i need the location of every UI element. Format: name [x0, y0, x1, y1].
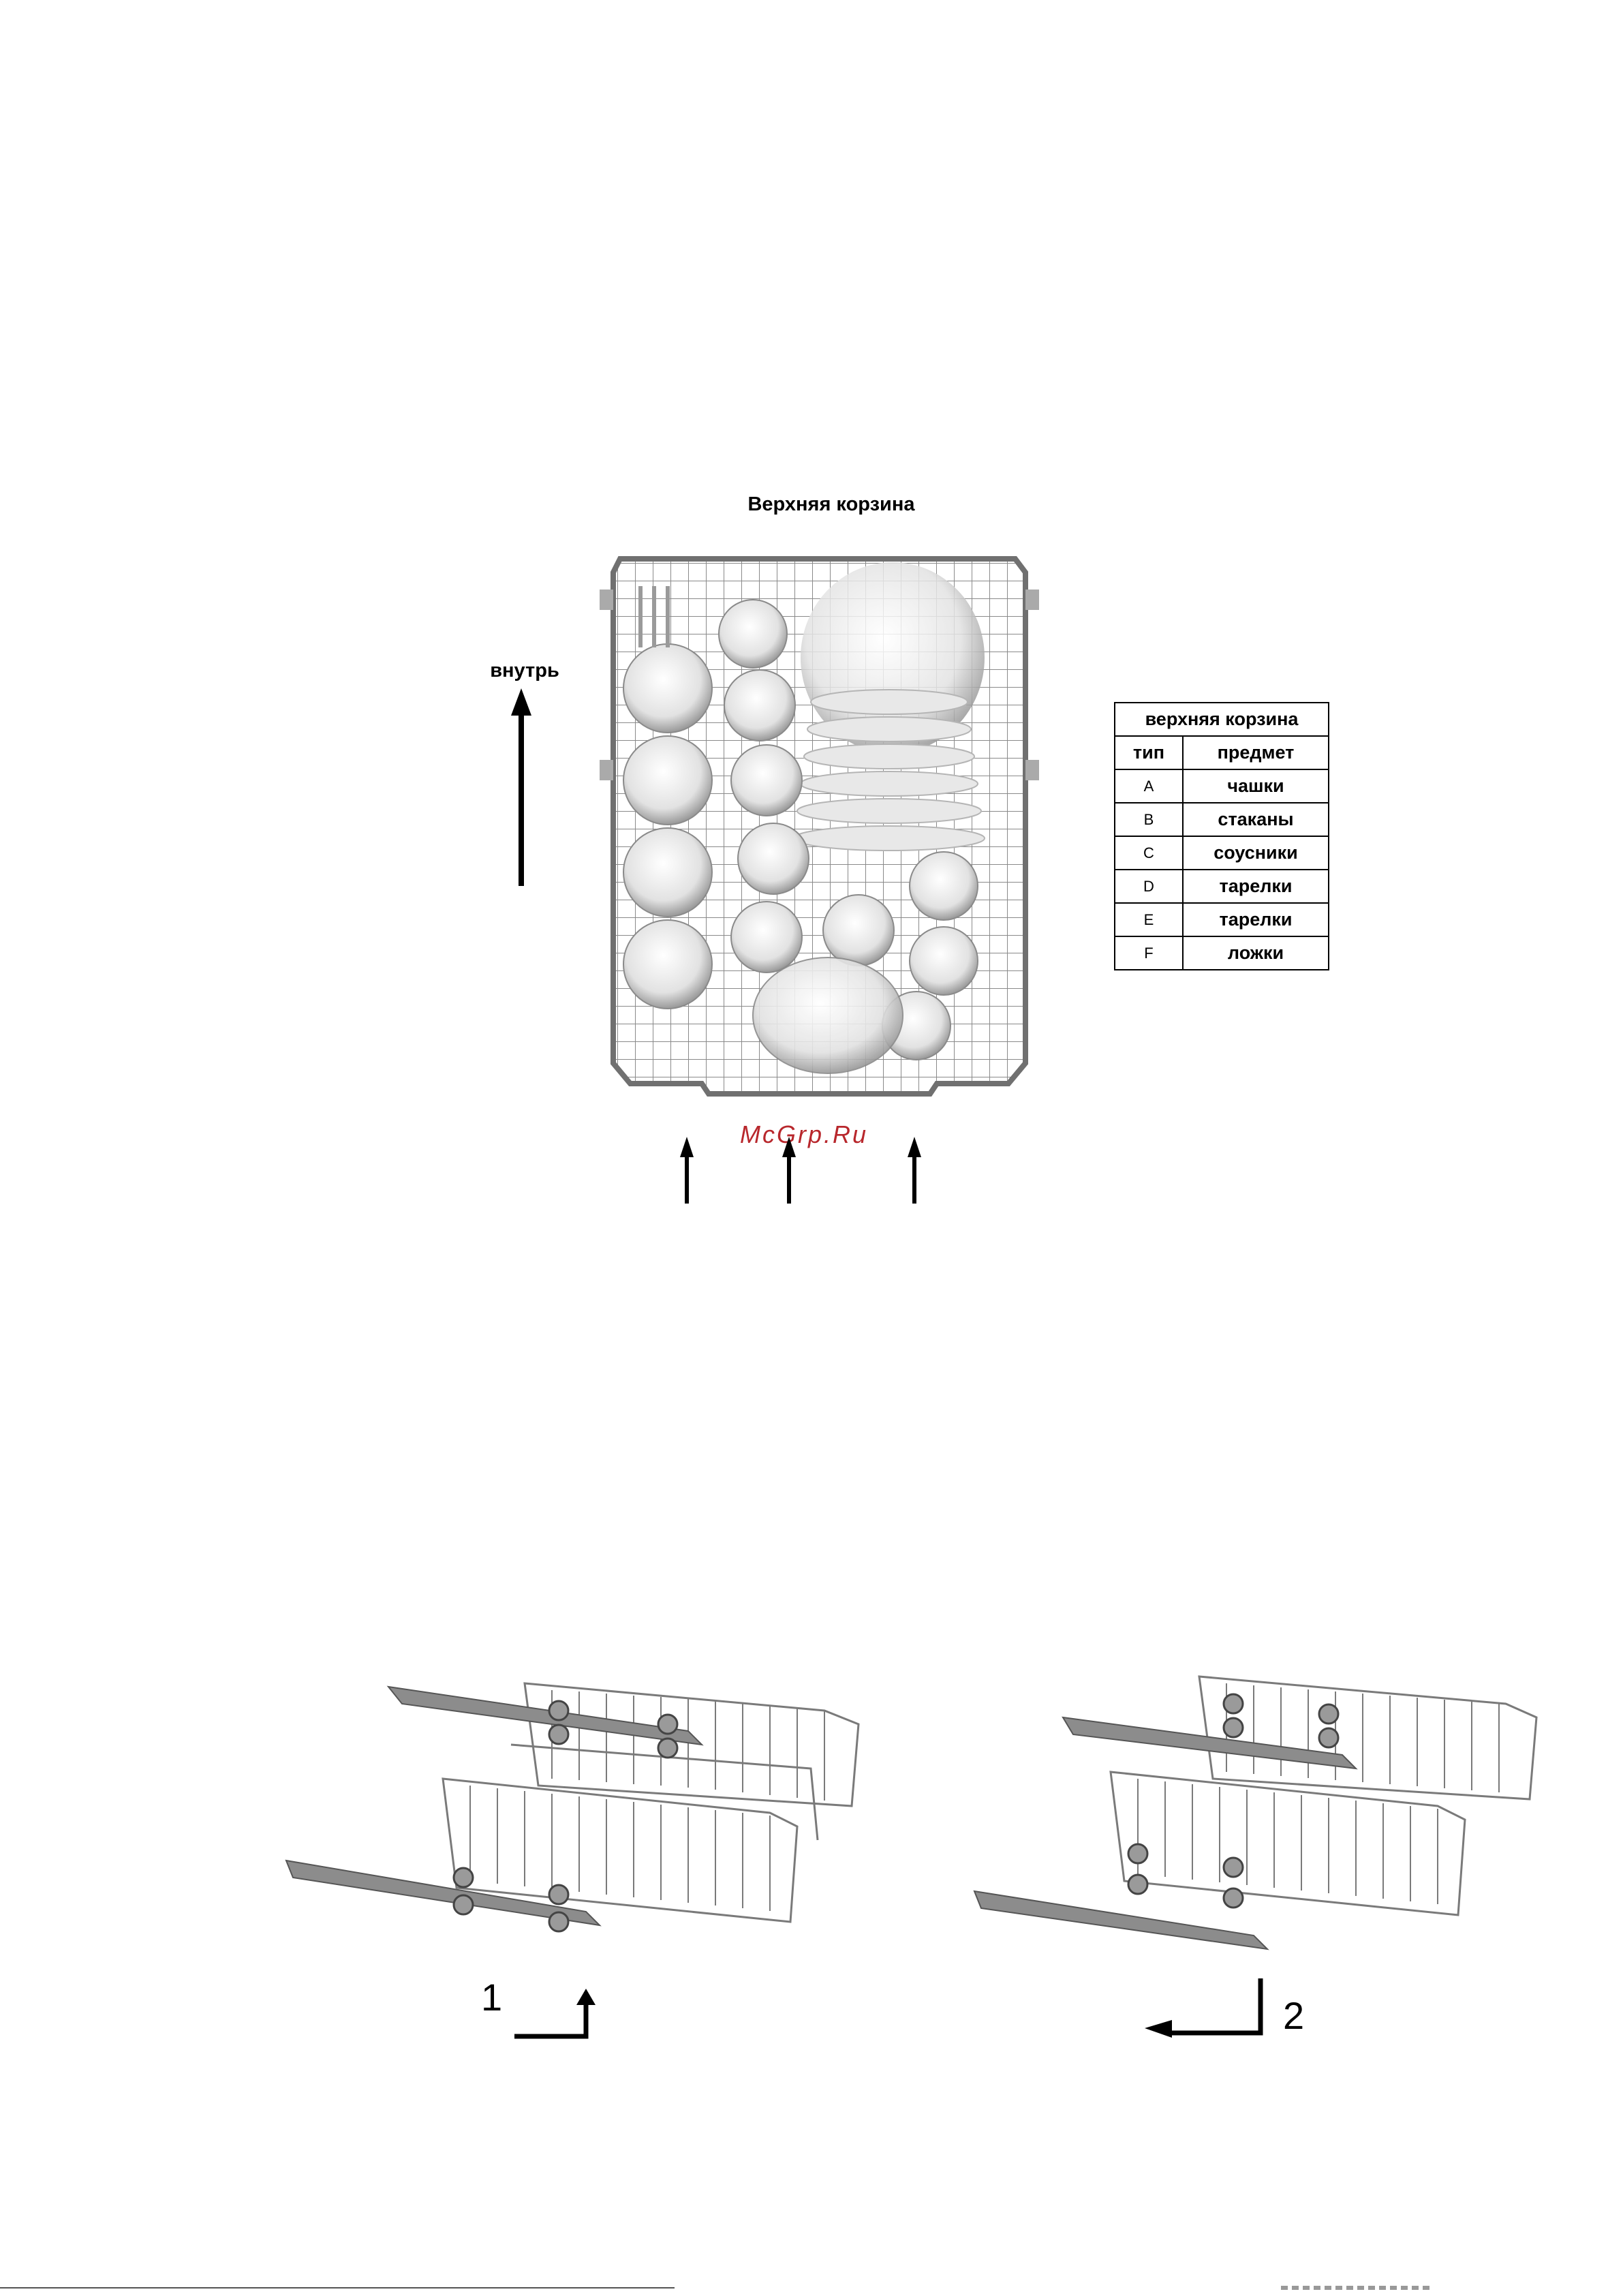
footer-mark	[1281, 2286, 1431, 2290]
legend-item: соусники	[1183, 836, 1329, 870]
legend-type: E	[1115, 903, 1183, 936]
legend-type: F	[1115, 936, 1183, 970]
legend-type: A	[1115, 769, 1183, 803]
table-row: C соусники	[1115, 836, 1329, 870]
table-row: B стаканы	[1115, 803, 1329, 836]
step-1-number: 1	[481, 1975, 502, 2019]
legend-item: тарелки	[1183, 870, 1329, 903]
inside-arrow-icon	[504, 688, 538, 893]
legend-type: B	[1115, 803, 1183, 836]
basket-rails-step2-illustration	[961, 1663, 1554, 1976]
upper-basket-illustration	[600, 545, 1042, 1104]
table-row: A чашки	[1115, 769, 1329, 803]
step-2-number: 2	[1283, 1993, 1304, 2038]
legend-item: ложки	[1183, 936, 1329, 970]
legend-item: чашки	[1183, 769, 1329, 803]
legend-col-type: тип	[1115, 736, 1183, 769]
direction-arrows-icon	[675, 1137, 933, 1205]
legend-header: верхняя корзина	[1115, 703, 1329, 736]
upper-basket-title: Верхняя корзина	[681, 493, 981, 516]
inside-label: внутрь	[477, 660, 572, 682]
basket-rails-step1-illustration	[279, 1649, 879, 1976]
legend-item: тарелки	[1183, 903, 1329, 936]
upper-basket-legend-table: верхняя корзина тип предмет A чашки B ст…	[1114, 702, 1329, 970]
table-row: E тарелки	[1115, 903, 1329, 936]
table-row: D тарелки	[1115, 870, 1329, 903]
step-2-arrow-icon	[1145, 1975, 1281, 2043]
legend-item: стаканы	[1183, 803, 1329, 836]
legend-type: C	[1115, 836, 1183, 870]
step-1-arrow-icon	[511, 1989, 606, 2043]
legend-col-item: предмет	[1183, 736, 1329, 769]
footer-divider	[0, 2287, 675, 2289]
legend-type: D	[1115, 870, 1183, 903]
table-row: F ложки	[1115, 936, 1329, 970]
